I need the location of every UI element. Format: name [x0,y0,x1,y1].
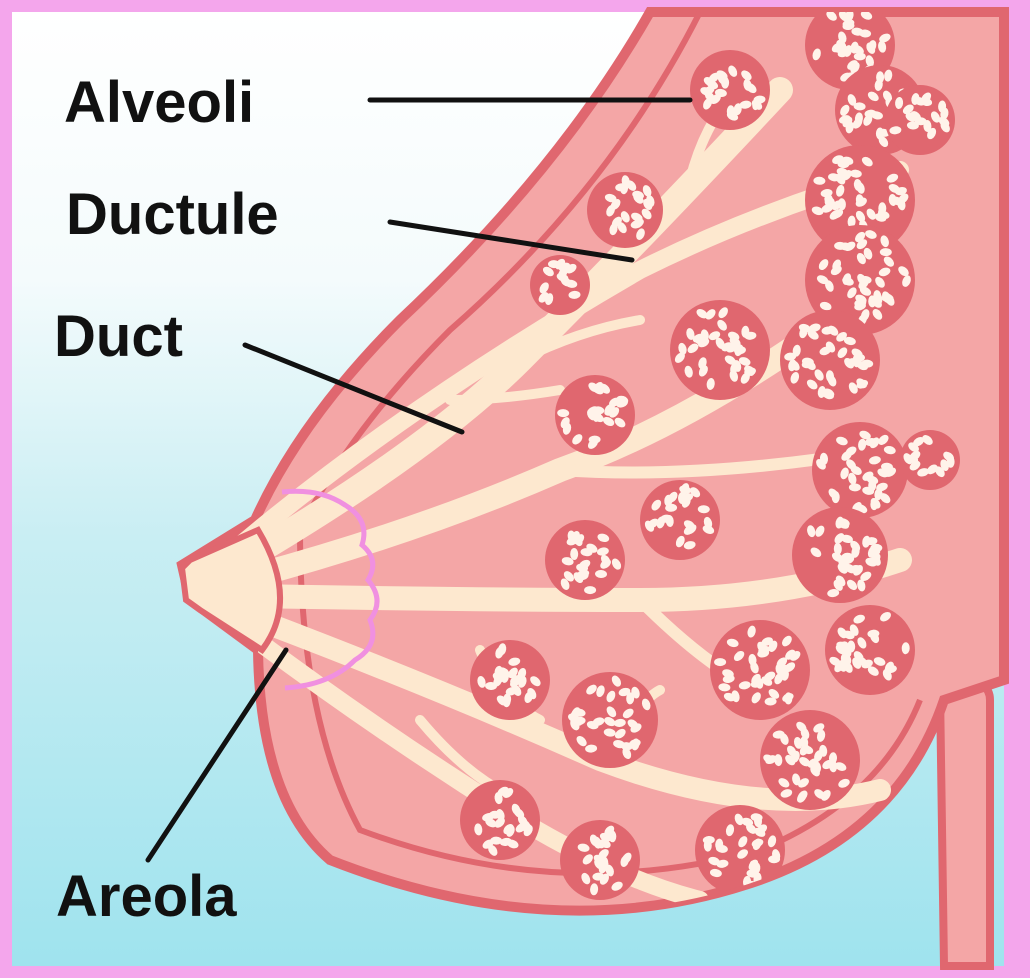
alveolus [489,811,501,819]
chest-wall [940,680,990,966]
duct-label: Duct [54,308,183,366]
alveolus [714,658,726,666]
ductule-label: Ductule [66,186,279,244]
alveolus [832,491,840,503]
alveolus [584,586,596,594]
alveoli-label: Alveoli [64,74,254,132]
alveolus [870,544,882,552]
areola-label: Areola [56,868,237,926]
